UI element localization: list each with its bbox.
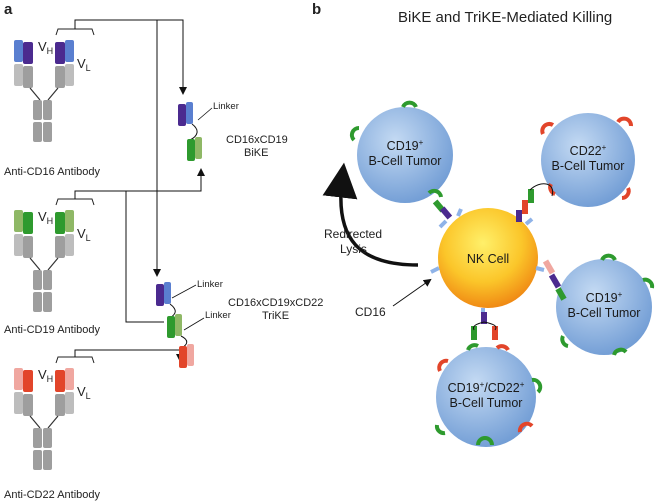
trike-linker-label-2: Linker [205, 310, 231, 321]
antibody-label-cd22: Anti-CD22 Antibody [4, 489, 100, 501]
antibody-anti-cd19: VH VL Anti-CD19 Antibody [4, 198, 100, 336]
nk-cell: NK Cell [430, 208, 545, 315]
svg-text:B-Cell Tumor: B-Cell Tumor [552, 159, 625, 173]
tumor-cell-cd19-top-left: CD19+ B-Cell Tumor [349, 100, 453, 203]
redirected-lysis-arrow [322, 162, 419, 267]
svg-text:B-Cell Tumor: B-Cell Tumor [568, 306, 641, 320]
trike-name-line1: CD16xCD19xCD22 [228, 297, 323, 309]
svg-text:VH: VH [38, 39, 53, 56]
panel-b-letter: b [312, 1, 321, 18]
antibody-label-cd19: Anti-CD19 Antibody [4, 324, 100, 336]
svg-text:CD19+: CD19+ [586, 290, 623, 305]
svg-text:B-Cell Tumor: B-Cell Tumor [450, 396, 523, 410]
connector-lines [74, 19, 205, 362]
tumor-cell-cd19-right: CD19+ B-Cell Tumor [556, 253, 655, 356]
redirected-lysis-line1: Redirected [324, 227, 382, 241]
trike-name-line2: TriKE [262, 310, 289, 322]
trike-construct: Linker Linker CD16xCD19xCD22 TriKE [156, 279, 323, 368]
svg-text:CD22+: CD22+ [570, 143, 607, 158]
svg-text:NK Cell: NK Cell [467, 252, 509, 266]
engager-bridges [432, 183, 567, 340]
svg-text:VH: VH [38, 367, 53, 384]
cd16-label: CD16 [355, 305, 386, 319]
bike-name-line1: CD16xCD19 [226, 134, 288, 146]
svg-text:CD19+/CD22+: CD19+/CD22+ [448, 380, 525, 395]
bike-name-line2: BiKE [244, 147, 268, 159]
panel-a-letter: a [4, 1, 13, 18]
antibody-anti-cd22: VH VL Anti-CD22 Antibody [4, 356, 100, 501]
svg-text:VL: VL [77, 226, 91, 243]
svg-text:VL: VL [77, 384, 91, 401]
panel-b-title: BiKE and TriKE-Mediated Killing [398, 9, 612, 26]
cd16-pointer-arrow [392, 278, 432, 307]
antibody-anti-cd16: VH VL Anti-CD16 Antibody [4, 28, 100, 178]
trike-linker-label-1: Linker [197, 279, 223, 290]
tumor-cell-cd22-top-right: CD22+ B-Cell Tumor [540, 113, 635, 207]
svg-text:VH: VH [38, 209, 53, 226]
bike-linker-label: Linker [213, 101, 239, 112]
svg-text:VL: VL [77, 56, 91, 73]
antibody-label-cd16: Anti-CD16 Antibody [4, 166, 100, 178]
bike-construct: Linker CD16xCD19 BiKE [178, 101, 288, 161]
svg-text:CD19+: CD19+ [387, 138, 424, 153]
redirected-lysis-line2: Lysis [340, 242, 367, 256]
svg-text:B-Cell Tumor: B-Cell Tumor [369, 154, 442, 168]
tumor-cell-cd19-cd22-bottom: CD19+/CD22+ B-Cell Tumor [434, 343, 543, 447]
